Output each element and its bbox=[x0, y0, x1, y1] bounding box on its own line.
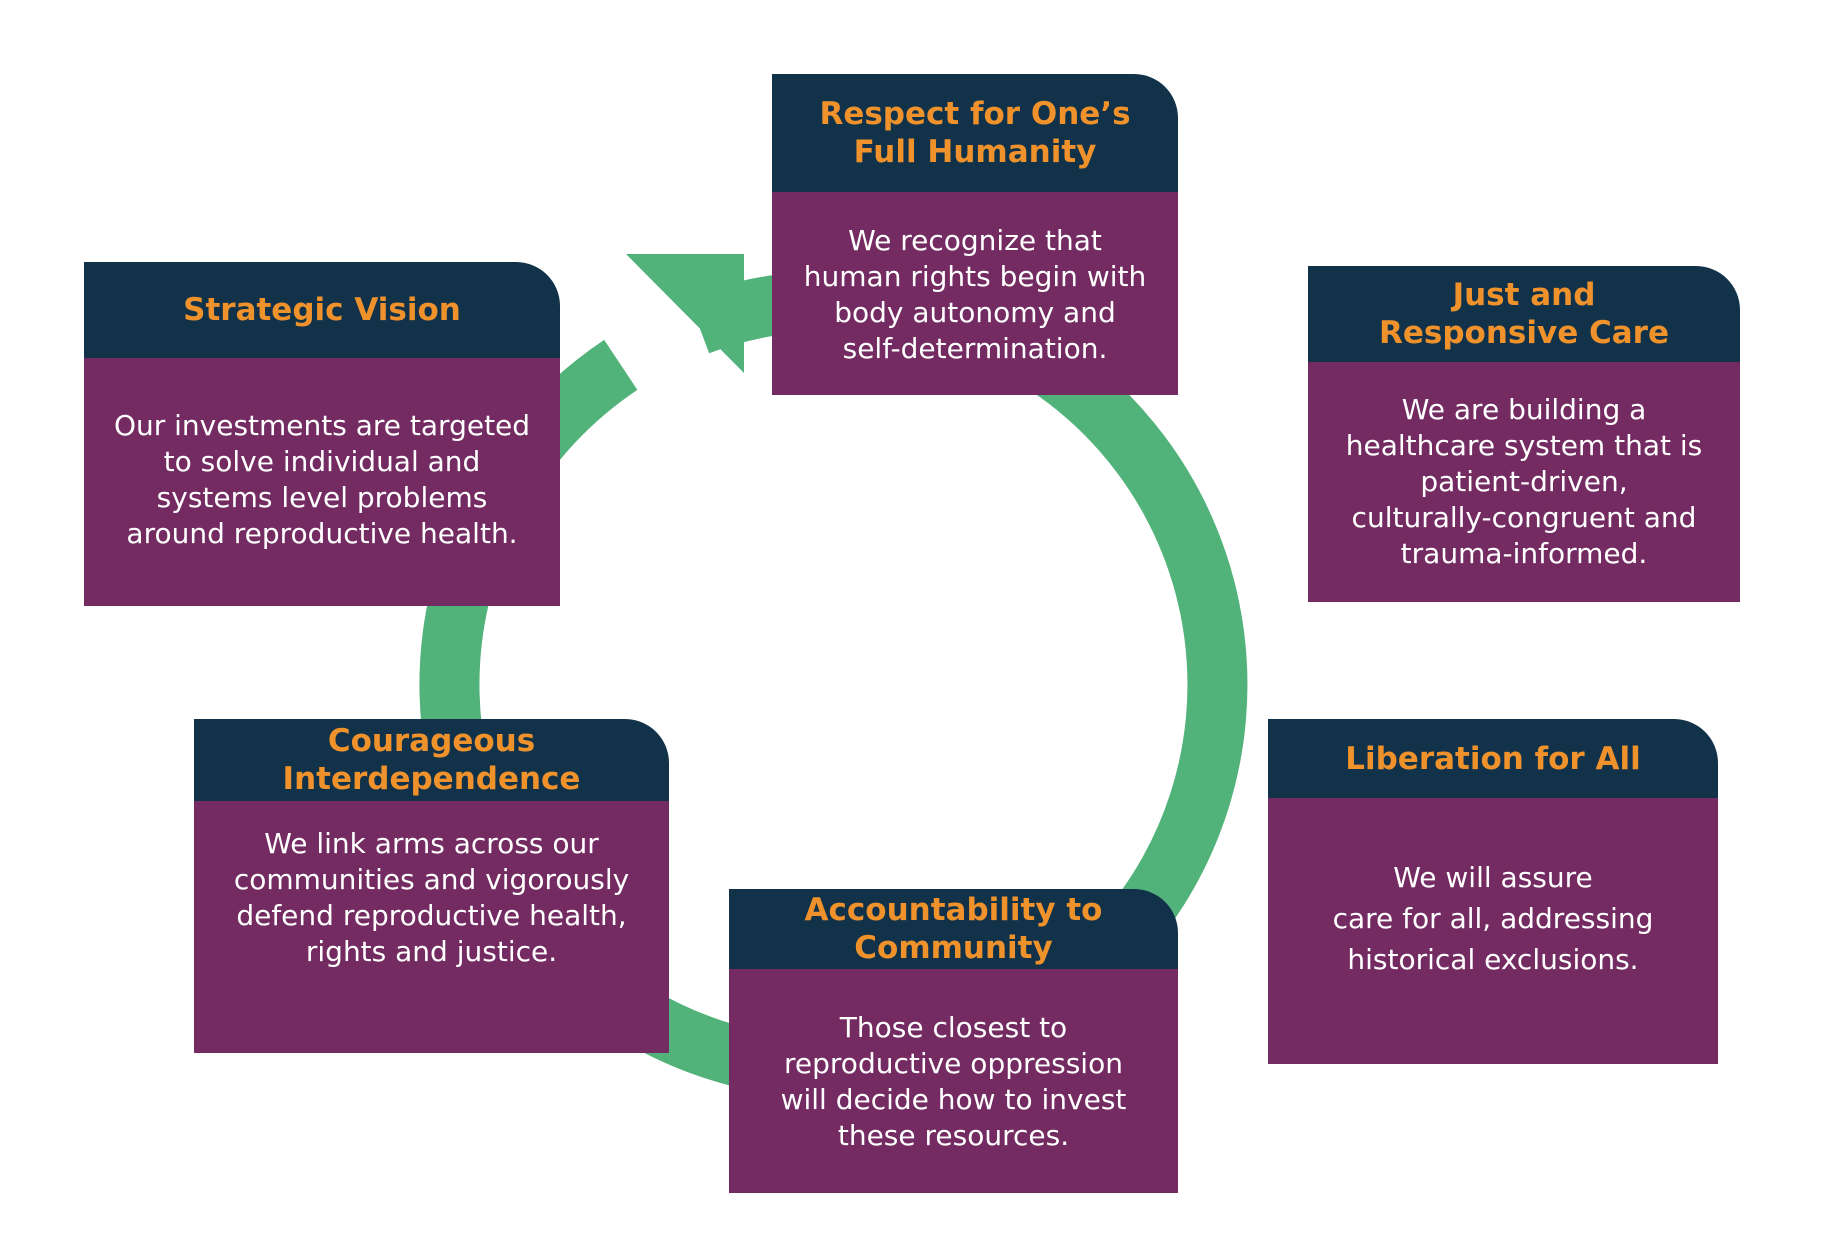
card-accountability-title: Accountability to Community bbox=[729, 889, 1178, 969]
card-respect: Respect for One’s Full Humanity We recog… bbox=[772, 74, 1178, 395]
card-respect-text: We recognize that human rights begin wit… bbox=[772, 192, 1178, 395]
card-liberation: Liberation for All We will assure care f… bbox=[1268, 719, 1718, 1064]
card-courageous: Courageous Interdependence We link arms … bbox=[194, 719, 669, 1053]
card-accountability-text: Those closest to reproductive oppression… bbox=[729, 969, 1178, 1193]
card-liberation-text: We will assure care for all, addressing … bbox=[1268, 798, 1718, 1064]
card-liberation-title: Liberation for All bbox=[1268, 719, 1718, 798]
card-courageous-text: We link arms across our communities and … bbox=[194, 801, 669, 1053]
card-accountability: Accountability to Community Those closes… bbox=[729, 889, 1178, 1193]
card-just-care-title: Just and Responsive Care bbox=[1308, 266, 1740, 362]
card-strategic-title: Strategic Vision bbox=[84, 262, 560, 358]
card-strategic-text: Our investments are targeted to solve in… bbox=[84, 358, 560, 606]
cycle-arrowhead bbox=[626, 254, 744, 373]
card-courageous-title: Courageous Interdependence bbox=[194, 719, 669, 801]
card-strategic: Strategic Vision Our investments are tar… bbox=[84, 262, 560, 606]
card-just-care: Just and Responsive Care We are building… bbox=[1308, 266, 1740, 602]
card-just-care-text: We are building a healthcare system that… bbox=[1308, 362, 1740, 602]
card-respect-title: Respect for One’s Full Humanity bbox=[772, 74, 1178, 192]
